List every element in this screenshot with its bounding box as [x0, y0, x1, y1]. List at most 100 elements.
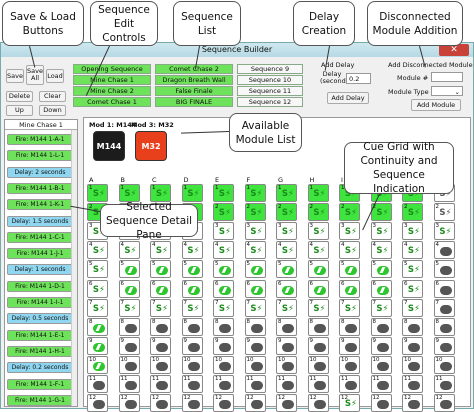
cue-cell[interactable]: 11 — [181, 375, 203, 393]
cue-cell[interactable]: 6 — [244, 279, 266, 298]
detail-item[interactable]: Fire: M144 1-A-1 — [7, 134, 73, 145]
detail-item[interactable]: Fire: M144 1-B-1 — [7, 182, 73, 194]
cue-cell[interactable]: 6 — [433, 279, 455, 298]
cue-cell[interactable]: 5 — [433, 260, 455, 279]
delay-seconds-input[interactable]: 0.2 — [346, 73, 371, 84]
cue-cell[interactable]: 10 — [244, 355, 266, 374]
module-card[interactable]: M32 — [135, 131, 167, 161]
cue-cell[interactable]: 12 — [244, 394, 266, 412]
sequence-list-item[interactable]: Sequence 11 — [237, 86, 303, 96]
detail-item[interactable]: Delay: 0.5 seconds — [7, 313, 73, 325]
cue-cell[interactable]: 8 — [213, 317, 234, 336]
sequence-list-item[interactable]: False Finale — [155, 86, 233, 96]
cue-cell[interactable]: 6 — [150, 279, 171, 298]
detail-item[interactable]: Fire: M144 1-I-1 — [7, 297, 73, 308]
detail-item[interactable]: Delay: 1.5 seconds — [7, 215, 73, 227]
cue-cell[interactable]: 5 — [276, 260, 297, 279]
cue-cell[interactable]: 11 — [433, 375, 455, 393]
cue-cell[interactable]: 11 — [244, 375, 266, 393]
cue-cell[interactable]: 10 — [118, 355, 140, 374]
cue-cell[interactable]: 10 — [213, 355, 234, 374]
clear-button[interactable]: Clear — [39, 91, 66, 102]
cue-cell[interactable]: 6 — [181, 279, 203, 298]
cue-cell[interactable]: 9 — [244, 336, 266, 355]
cue-cell[interactable]: 9 — [213, 336, 234, 355]
cue-cell[interactable]: 11 — [150, 375, 171, 393]
cue-cell[interactable]: 9 — [307, 336, 329, 355]
cue-cell[interactable]: 11 — [402, 375, 423, 393]
cue-cell[interactable]: 10 — [433, 355, 455, 374]
cue-cell[interactable]: 12 — [87, 394, 108, 412]
detail-item[interactable]: Delay: 2 seconds — [7, 166, 73, 178]
cue-cell[interactable]: 11 — [118, 375, 140, 393]
cue-cell[interactable]: 5 — [307, 260, 329, 279]
cue-cell[interactable]: 8 — [244, 317, 266, 336]
cue-cell[interactable]: 10 — [276, 355, 297, 374]
save-button[interactable]: Save — [6, 69, 24, 83]
detail-item[interactable]: Fire: M144 1-L-1 — [7, 150, 73, 162]
cue-cell[interactable]: 5 — [150, 260, 171, 279]
sequence-list-item[interactable]: Mine Chase 2 — [73, 86, 151, 96]
detail-item[interactable]: Fire: M144 1-E-1 — [7, 329, 73, 341]
cue-cell[interactable]: 5 — [339, 260, 360, 279]
cue-cell[interactable]: 9 — [118, 336, 140, 355]
cue-cell[interactable]: 11 — [307, 375, 329, 393]
module-card[interactable]: M144 — [93, 131, 125, 161]
cue-cell[interactable]: 10 — [307, 355, 329, 374]
cue-cell[interactable]: 5 — [244, 260, 266, 279]
cue-cell[interactable]: 9 — [339, 336, 360, 355]
add-module-button[interactable]: Add Module — [411, 99, 461, 111]
cue-cell[interactable]: 12 — [402, 394, 423, 412]
module-type-select[interactable]: ⌄ — [431, 86, 463, 96]
cue-cell[interactable]: 9 — [370, 336, 392, 355]
save-all-button[interactable]: Save All — [26, 65, 44, 85]
cue-cell[interactable]: 6 — [276, 279, 297, 298]
detail-item[interactable]: Fire: M144 1-K-1 — [7, 199, 73, 211]
cue-cell[interactable]: 4 — [433, 241, 455, 260]
cue-cell[interactable]: 12 — [118, 394, 140, 412]
cue-cell[interactable]: 12 — [433, 394, 455, 412]
cue-cell[interactable]: 12 — [213, 394, 234, 412]
cue-cell[interactable]: 11 — [213, 375, 234, 393]
load-button[interactable]: Load — [46, 69, 64, 83]
cue-cell[interactable]: 8 — [87, 317, 108, 336]
detail-item[interactable]: Fire: M144 1-H-1 — [7, 345, 73, 357]
cue-cell[interactable]: 12 — [307, 394, 329, 412]
cue-cell[interactable]: 5 — [118, 260, 140, 279]
cue-cell[interactable]: 9 — [433, 336, 455, 355]
